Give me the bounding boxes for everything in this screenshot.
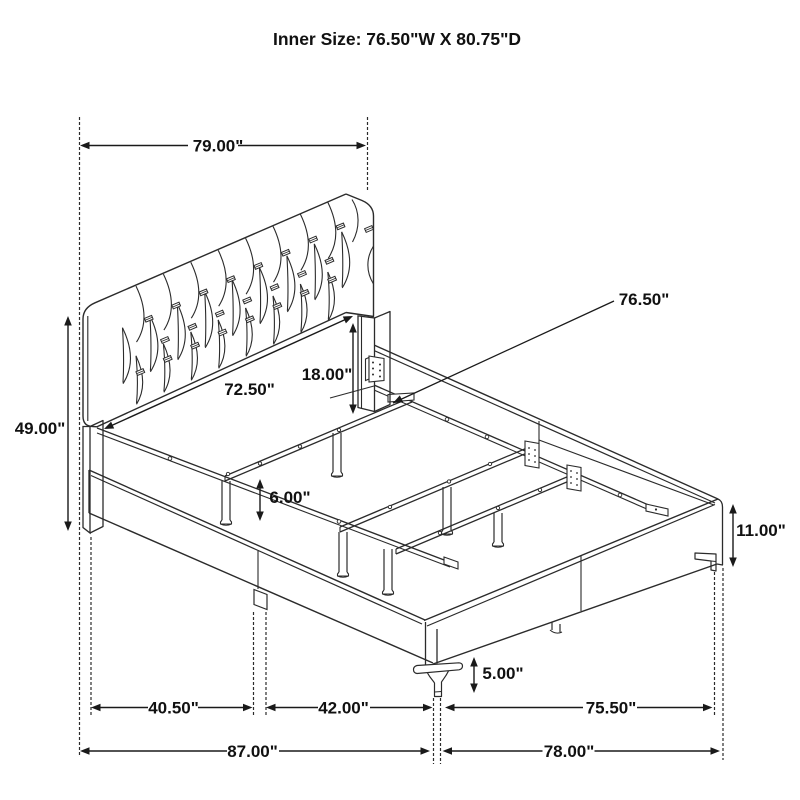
svg-text:5.00": 5.00" xyxy=(482,664,523,683)
svg-text:76.50": 76.50" xyxy=(619,290,670,309)
svg-text:6.00": 6.00" xyxy=(269,488,310,507)
svg-text:78.00": 78.00" xyxy=(544,742,595,761)
svg-text:40.50": 40.50" xyxy=(148,699,199,718)
svg-text:75.50": 75.50" xyxy=(586,699,637,718)
svg-text:79.00": 79.00" xyxy=(193,137,244,156)
svg-text:18.00": 18.00" xyxy=(302,365,353,384)
svg-text:42.00": 42.00" xyxy=(318,699,369,718)
svg-text:49.00": 49.00" xyxy=(15,419,66,438)
svg-text:87.00": 87.00" xyxy=(227,742,278,761)
svg-text:Inner Size: 76.50"W X 80.75"D: Inner Size: 76.50"W X 80.75"D xyxy=(273,29,521,49)
svg-text:11.00": 11.00" xyxy=(736,521,786,540)
svg-text:72.50": 72.50" xyxy=(224,380,275,399)
